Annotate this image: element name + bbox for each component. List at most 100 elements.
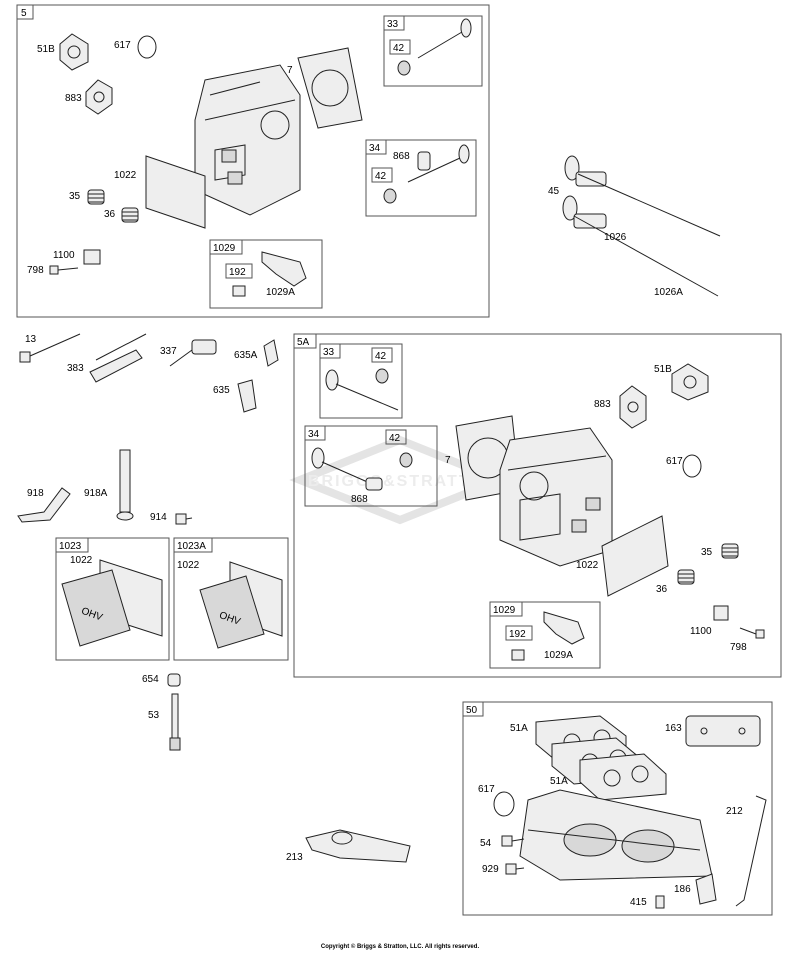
part-1026-valve[interactable] <box>562 195 719 297</box>
part-213-hole <box>331 831 353 845</box>
subgroup-192-tag <box>225 263 253 279</box>
label-1022: 1022 <box>114 170 137 181</box>
label-54: 54 <box>480 838 492 849</box>
part-617-oring[interactable] <box>137 35 157 59</box>
label-51a-a: 51A <box>510 723 528 734</box>
subgroup-1029-tag <box>209 239 243 255</box>
part-1023a-valve-cover[interactable]: OHV <box>199 561 283 649</box>
part-13-bolt[interactable] <box>19 333 81 363</box>
part-53-stud[interactable] <box>169 693 181 751</box>
part-51b-gasket[interactable] <box>59 33 89 71</box>
part-33-intake-valve[interactable] <box>417 18 472 59</box>
part-1029ab-rocker-arm[interactable] <box>543 611 585 645</box>
part-635a-boot[interactable] <box>263 339 279 367</box>
subgroup-1029b-label: 1029 <box>493 605 516 616</box>
part-36b-spring[interactable] <box>677 569 695 585</box>
label-635a: 635A <box>234 350 258 361</box>
part-34b-exhaust-valve[interactable] <box>311 447 383 491</box>
part-929-screw[interactable] <box>505 863 525 875</box>
part-654-nut[interactable] <box>167 673 181 687</box>
label-868-b: 868 <box>351 494 368 505</box>
part-1029a-rocker-arm[interactable] <box>261 251 307 287</box>
part-1023-valve-cover[interactable]: OHV <box>61 559 163 647</box>
subgroup-1029-frame <box>209 239 323 309</box>
part-1100b-clip[interactable] <box>713 605 729 621</box>
part-51a-gasket-c[interactable] <box>579 753 667 801</box>
subgroup-42b-label: 42 <box>375 171 387 182</box>
part-33b-intake-valve[interactable] <box>325 369 399 411</box>
part-manifold[interactable] <box>519 789 713 881</box>
part-cylinder-head-b[interactable] <box>499 427 613 567</box>
label-918a: 918A <box>84 488 108 499</box>
part-1022-gasket[interactable] <box>145 155 206 229</box>
subgroup-42c-tag <box>371 347 393 363</box>
part-192-nut[interactable] <box>232 285 246 297</box>
label-1100: 1100 <box>53 250 75 261</box>
label-337: 337 <box>160 346 177 357</box>
subgroup-33-label: 33 <box>387 19 399 30</box>
label-1100-b: 1100 <box>690 626 712 637</box>
label-35-b: 35 <box>701 547 713 558</box>
part-1100-clip[interactable] <box>83 249 101 265</box>
label-45: 45 <box>548 186 560 197</box>
part-cylinder-head[interactable] <box>194 64 301 216</box>
part-7-head-gasket[interactable] <box>297 47 363 129</box>
part-918-tube[interactable] <box>17 487 71 523</box>
part-617c-oring[interactable] <box>493 791 515 817</box>
label-186: 186 <box>674 884 691 895</box>
part-383-breather-tube[interactable] <box>89 333 147 383</box>
label-798-b: 798 <box>730 642 747 653</box>
subgroup-192b-tag <box>505 625 533 641</box>
part-883-gasket[interactable] <box>85 79 113 115</box>
label-163: 163 <box>665 723 682 734</box>
group-1023-frame <box>55 537 170 661</box>
part-617b-oring[interactable] <box>682 454 702 478</box>
label-929: 929 <box>482 864 499 875</box>
subgroup-42d-label: 42 <box>389 433 401 444</box>
label-53: 53 <box>148 710 160 721</box>
part-54-screw[interactable] <box>501 835 525 847</box>
label-35: 35 <box>69 191 81 202</box>
subgroup-34-label: 34 <box>369 143 381 154</box>
part-42d-seal[interactable] <box>399 452 413 468</box>
part-798b-screw[interactable] <box>739 627 765 639</box>
group-1023-label: 1023 <box>59 541 82 552</box>
label-883-b: 883 <box>594 399 611 410</box>
part-35-spring[interactable] <box>87 189 105 205</box>
part-798-screw[interactable] <box>49 265 79 275</box>
part-186-fitting[interactable] <box>695 873 717 905</box>
group-50-tag <box>462 701 484 717</box>
part-42b-seal[interactable] <box>383 188 397 204</box>
label-1026a: 1026A <box>654 287 683 298</box>
label-51b: 51B <box>37 44 55 55</box>
part-1022d-gasket[interactable] <box>601 515 669 597</box>
part-337-spark-plug[interactable] <box>169 339 217 367</box>
part-635-boot[interactable] <box>237 379 257 413</box>
part-36-spring[interactable] <box>121 207 139 223</box>
part-42-seal[interactable] <box>397 60 411 76</box>
part-192b-nut[interactable] <box>511 649 525 661</box>
part-42c-seal[interactable] <box>375 368 389 384</box>
part-45-valve[interactable] <box>564 155 721 237</box>
copyright-notice: Copyright © Briggs & Stratton, LLC. All … <box>320 944 480 950</box>
group-5-frame <box>16 4 490 318</box>
part-918a-dipstick-tube[interactable] <box>116 449 134 521</box>
subgroup-33-tag <box>383 15 405 31</box>
label-1026: 1026 <box>604 232 627 243</box>
part-213-bracket[interactable] <box>305 829 411 863</box>
part-163-plate[interactable] <box>685 715 761 747</box>
part-212-rod[interactable] <box>735 795 767 907</box>
subgroup-33b-frame <box>319 343 403 419</box>
subgroup-1029b-frame <box>489 601 601 669</box>
part-914-screw[interactable] <box>175 513 193 525</box>
part-415-plug[interactable] <box>655 895 665 909</box>
label-914: 914 <box>150 512 167 523</box>
part-34-exhaust-valve[interactable] <box>407 144 470 183</box>
subgroup-42-label: 42 <box>393 43 405 54</box>
label-36: 36 <box>104 209 116 220</box>
part-35b-spring[interactable] <box>721 543 739 559</box>
group-5a-tag <box>293 333 317 349</box>
part-883-gasket-b[interactable] <box>619 385 647 429</box>
part-51b-gasket-b[interactable] <box>671 363 709 401</box>
